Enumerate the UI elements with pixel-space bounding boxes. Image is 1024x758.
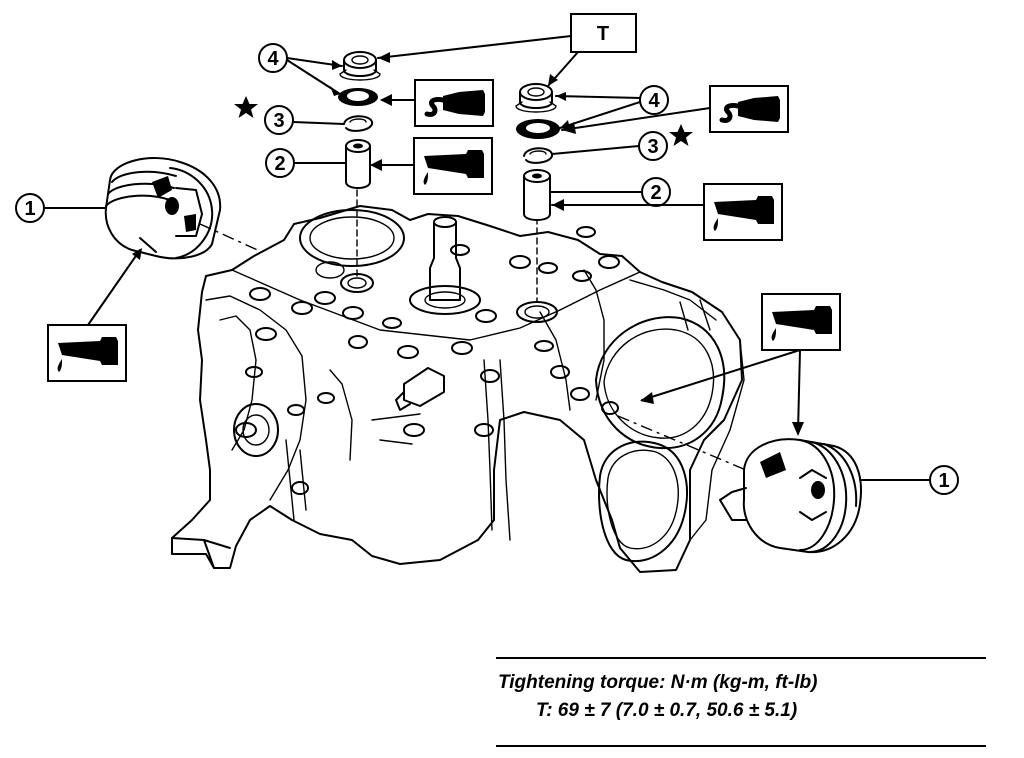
block-bolt-holes [235,226,620,495]
callout-2-right: 2 [549,177,671,207]
replace-star-icon [669,124,693,146]
callout-2-left: 2 [265,148,347,178]
oil-can-icon [370,137,493,195]
torque-value: T: 69 ± 7 (7.0 ± 0.7, 50.6 ± 5.1) [536,700,798,721]
block-side-plate [233,403,279,457]
tightening-torque-legend: Tightening torque: N·m (kg-m, ft-lb) T: … [496,657,986,747]
piston-right [719,438,862,554]
callout-1-left: 1 [15,193,107,223]
svg-text:2: 2 [274,153,285,175]
piston-right-centerline [617,415,747,471]
callout-3-left: 3 [234,96,345,135]
sealant-tube-icon [380,80,493,126]
svg-text:3: 3 [647,136,658,158]
crankshaft-journal [409,216,481,315]
callout-3-right: 3 [551,124,693,161]
oil-can-icon [551,183,783,241]
cylinder-block [171,205,745,573]
oil-can-icon [47,248,142,382]
sealant-tube-icon [561,86,788,134]
oil-can-icon [640,293,841,436]
callout-4-right: 4 [555,85,669,130]
oil-pressure-sensor [395,367,445,411]
svg-text:1: 1 [24,198,35,220]
svg-text:4: 4 [648,90,660,112]
svg-text:4: 4 [267,48,279,70]
callout-1-right: 1 [859,465,959,495]
piston-left-centerline [199,223,263,253]
replace-star-icon [234,96,258,118]
svg-text:2: 2 [650,182,661,204]
callout-4-left: 4 [258,43,343,96]
left-part-stack [338,51,381,281]
torque-heading: Tightening torque: N·m (kg-m, ft-lb) [498,672,818,693]
svg-text:3: 3 [273,110,284,132]
torque-t-box: T [377,13,637,87]
cylinder-bore [299,209,405,279]
service-hole-right [516,301,558,323]
right-part-stack [515,83,560,303]
piston-left [104,157,222,260]
svg-text:1: 1 [938,470,949,492]
svg-text:T: T [597,23,609,45]
